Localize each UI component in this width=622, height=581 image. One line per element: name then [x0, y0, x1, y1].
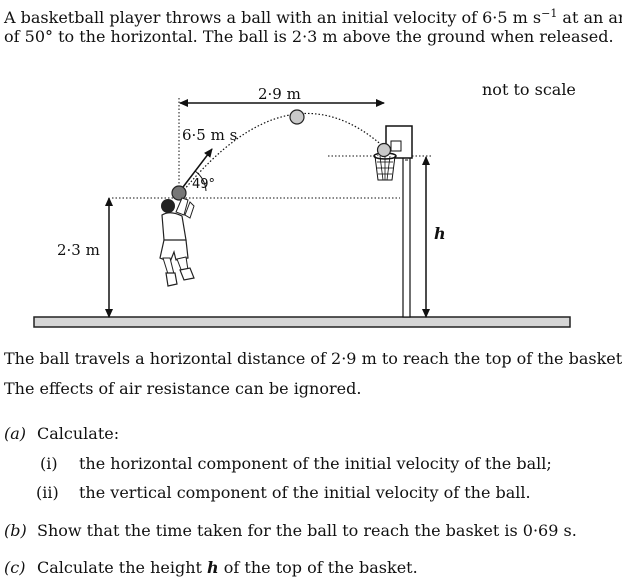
intro-line-1-b: at an angle [562, 8, 622, 27]
body-line-1: The ball travels a horizontal distance o… [4, 349, 622, 368]
hoop [373, 125, 413, 318]
question-c-text: Calculate the height h of the top of the… [37, 558, 418, 578]
question-a-i-number: (i) [40, 454, 58, 473]
distance-label: 2·9 m [258, 85, 301, 103]
question-a-ii-text: the vertical component of the initial ve… [79, 483, 531, 502]
intro-line-2: of 50° to the horizontal. The ball is 2·… [4, 27, 614, 46]
question-c-text-b: of the top of the basket. [218, 558, 418, 577]
angle-arc [194, 170, 207, 192]
not-to-scale-note: not to scale [482, 80, 576, 99]
question-b-text: Show that the time taken for the ball to… [37, 521, 577, 540]
player-figure [159, 185, 195, 287]
question-a-ii-number: (ii) [36, 483, 59, 502]
trajectory [183, 112, 386, 191]
velocity-arrow [179, 148, 213, 192]
ground [33, 316, 571, 328]
question-b-letter: (b) [4, 521, 27, 540]
basketball-diagram [33, 98, 571, 328]
intro-line-1-a: A basketball player throws a ball with a… [4, 8, 542, 27]
speed-label: 6·5 m s [182, 126, 238, 144]
body-line-2: The effects of air resistance can be ign… [4, 379, 362, 398]
question-c-h: h [207, 558, 219, 577]
release-height-label: 2·3 m [57, 241, 100, 259]
question-a-i-text: the horizontal component of the initial … [79, 454, 552, 473]
angle-annotation: 49° [192, 177, 216, 192]
ball-apex [289, 109, 305, 125]
basket-height-label: h [434, 224, 446, 243]
question-c-letter: (c) [4, 558, 26, 577]
question-a-text: Calculate: [37, 424, 120, 443]
intro-line-1: A basketball player throws a ball with a… [4, 4, 622, 28]
unit-superscript: −1 [541, 7, 558, 20]
question-c-text-a: Calculate the height [37, 558, 208, 577]
question-a-letter: (a) [4, 424, 27, 443]
